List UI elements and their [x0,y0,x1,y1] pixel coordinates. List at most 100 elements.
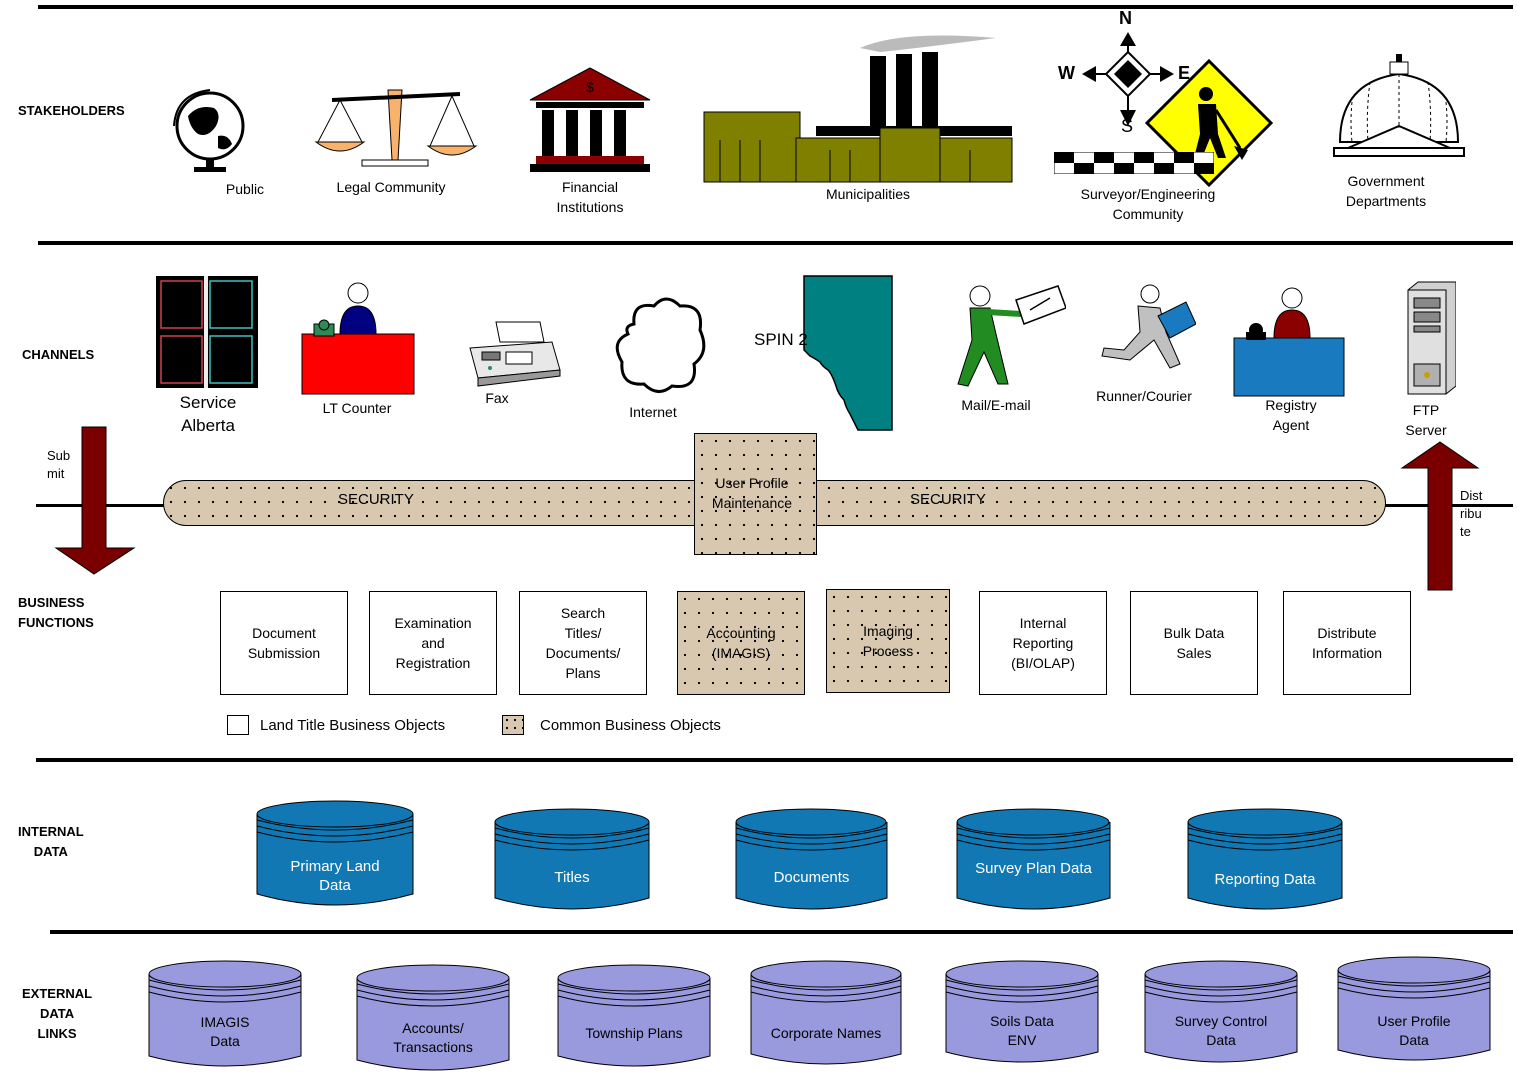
divider-top [38,5,1513,9]
cylinder-shape [256,800,414,906]
channel-registry-label: Registry Agent [1265,397,1317,433]
channel-spin2-label: SPIN 2 [754,330,808,349]
mail-walker-icon [957,285,1066,387]
bf-search-titles: Search Titles/ Documents/ Plans [519,591,647,695]
cylinder-shape [945,960,1099,1063]
section-external-data-links: EXTERNAL DATA LINKS [22,986,93,1041]
user-profile-maintenance-box [694,433,817,555]
channel-service-alberta-label: Service Alberta [179,393,237,435]
section-channels: CHANNELS [22,347,95,362]
external-cylinder-corporate: Corporate Names [750,960,902,1068]
divider-internal-external [50,930,1513,934]
cylinder-shape [735,808,888,910]
internal-cylinder-titles: Titles [494,808,650,912]
compass-icon [1082,32,1174,126]
legend-common-swatch [502,715,524,735]
factory-icon [703,35,1013,183]
stakeholder-government-label: Government Departments [1345,173,1427,209]
channel-runner-label: Runner/Courier [1096,388,1192,404]
internal-documents-label: Documents [773,869,850,886]
service-alberta-icon [156,276,258,388]
legend-land-title-swatch [227,715,249,735]
submit-label: Sub mit [47,448,71,481]
compass-w: W [1058,63,1075,83]
registry-agent-icon [1233,287,1345,397]
external-cylinder-accounts: Accounts/ Transactions [356,964,510,1074]
external-user-profile-label: User Profile Data [1377,1013,1451,1048]
channel-ftp-label: FTP Server [1405,402,1447,438]
external-cylinder-imagis: IMAGIS Data [148,960,302,1070]
section-stakeholders: STAKEHOLDERS [18,103,125,118]
divider-stakeholders-channels [38,241,1513,245]
compass-s: S [1121,116,1134,136]
compass-n: N [1119,8,1132,28]
legend-common-label: Common Business Objects [540,717,721,734]
checkered-bar-icon [1054,152,1214,174]
external-accounts-label: Accounts/ Transactions [393,1020,473,1055]
cylinder-shape [356,964,510,1071]
section-internal-data: INTERNAL DATA [18,824,84,859]
submit-down-arrow [54,426,136,575]
external-soils-label: Soils Data ENV [990,1013,1054,1048]
internal-primary-land-label: Primary Land Data [290,858,380,894]
internal-titles-label: Titles [554,869,590,886]
security-left-label: SECURITY [338,491,414,508]
stakeholder-municipalities-label: Municipalities [825,186,911,202]
spin2-alberta-icon [803,275,893,431]
external-cylinder-survey-control: Survey Control Data [1144,960,1298,1066]
cylinder-shape [148,960,302,1067]
cylinder-shape [1144,960,1298,1063]
channel-internet-label: Internet [629,404,677,420]
external-cylinder-user-profile: User Profile Data [1337,956,1491,1064]
external-cylinder-soils: Soils Data ENV [945,960,1099,1066]
scales-icon [314,89,478,167]
bf-document-submission: Document Submission [220,591,348,695]
cylinder-shape [557,964,711,1067]
stakeholder-legal-label: Legal Community [336,179,446,195]
legend-land-title-label: Land Title Business Objects [260,717,446,734]
external-survey-control-label: Survey Control Data [1174,1013,1268,1048]
runner-courier-icon [1101,284,1196,369]
compass-e: E [1178,63,1191,83]
divider-business-internal [36,758,1513,762]
user-profile-maintenance-label: User Profile Maintenance [711,475,793,511]
bf-accounting: Accounting (IMAGIS) [677,591,805,695]
bf-imaging-process: Imaging Process [826,589,950,693]
channel-fax-label: Fax [485,390,509,406]
stakeholder-financial-label: Financial Institutions [556,179,624,215]
internal-reporting-label: Reporting Data [1214,871,1316,888]
internal-cylinder-survey-plan: Survey Plan Data [956,808,1111,912]
ftp-server-icon [1407,281,1456,395]
bank-icon: $ [529,67,651,172]
bf-examination-registration: Examination and Registration [369,591,497,695]
cylinder-shape [1187,808,1343,910]
bf-distribute-information: Distribute Information [1283,591,1411,695]
internet-cloud-icon [615,297,706,393]
lt-counter-icon [301,282,415,395]
government-dome-icon [1333,54,1465,157]
external-corporate-label: Corporate Names [770,1025,882,1041]
cylinder-shape [494,808,650,910]
section-business-functions: BUSINESS FUNCTIONS [18,595,94,630]
cylinder-shape [956,808,1111,910]
svg-text:$: $ [586,79,594,95]
channel-lt-counter-label: LT Counter [322,400,392,416]
channel-mail-label: Mail/E-mail [961,397,1031,413]
internal-cylinder-primary-land: Primary Land Data [256,800,414,908]
fax-icon [469,321,561,387]
stakeholder-surveyor-label: Surveyor/Engineering Community [1080,186,1216,222]
bf-internal-reporting: Internal Reporting (BI/OLAP) [979,591,1107,695]
bf-bulk-data-sales: Bulk Data Sales [1130,591,1258,695]
stakeholder-public-label: Public [225,181,265,197]
cylinder-shape [750,960,902,1065]
distribute-up-arrow [1400,441,1480,591]
external-township-label: Township Plans [585,1025,683,1041]
external-cylinder-township: Township Plans [557,964,711,1070]
internal-survey-plan-label: Survey Plan Data [975,860,1092,877]
external-imagis-label: IMAGIS Data [200,1014,250,1049]
globe-icon [173,89,245,172]
security-right-label: SECURITY [910,491,986,508]
distribute-label: Dist ribu te [1460,488,1483,539]
internal-cylinder-reporting: Reporting Data [1187,808,1343,912]
cylinder-shape [1337,956,1491,1061]
